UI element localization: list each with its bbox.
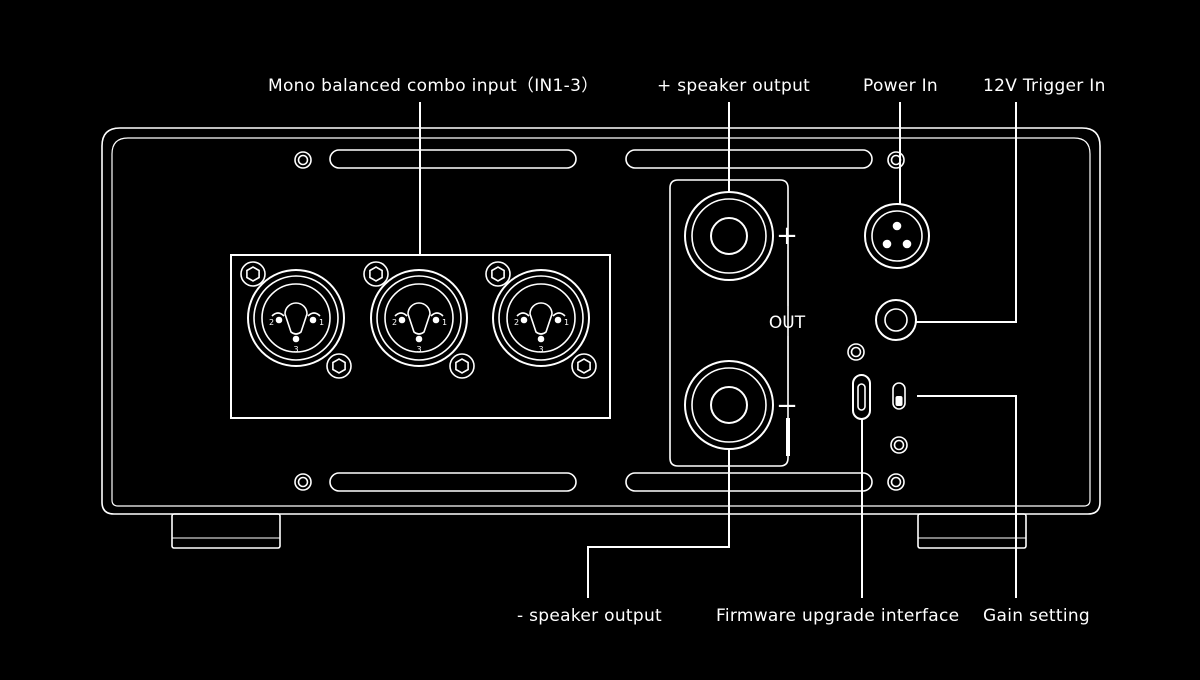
vent-slots: [329, 149, 873, 492]
chassis: [101, 127, 1101, 515]
gain-label: Gain setting: [983, 606, 1091, 626]
trigger-in-label: 12V Trigger In: [983, 76, 1106, 96]
xlr-pin-label: 2: [392, 318, 397, 327]
out-plus-sign: +: [776, 221, 798, 251]
out-label: OUT: [769, 313, 806, 333]
combo-input-connectors: 2 1 3 2 1 3 2 1 3: [240, 261, 597, 379]
usb-c-port: [847, 343, 871, 420]
chassis-feet: [171, 513, 1027, 549]
xlr-pin-label: 3: [539, 345, 544, 354]
speaker-pos-label: + speaker output: [657, 76, 811, 96]
xlr-pin-label: 1: [442, 318, 447, 327]
xlr-pin-label: 3: [417, 345, 422, 354]
panel-screws: [890, 436, 908, 454]
xlr-combo-input-1: 2 1 3: [240, 261, 352, 379]
combo-input-label: Mono balanced combo input（IN1-3）: [268, 76, 599, 96]
out-minus-sign: −: [776, 391, 798, 421]
speaker-neg-label: - speaker output: [517, 606, 663, 626]
xlr-pin-label: 3: [294, 345, 299, 354]
power-in-label: Power In: [863, 76, 938, 96]
trigger-in-jack: [875, 299, 917, 341]
xlr-combo-input-2: 2 1 3: [363, 261, 475, 379]
xlr-pin-label: 1: [564, 318, 569, 327]
firmware-label: Firmware upgrade interface: [716, 606, 960, 626]
xlr-pin-label: 1: [319, 318, 324, 327]
xlr-pin-label: 2: [514, 318, 519, 327]
power-in-connector: [864, 203, 930, 269]
chassis-screws: [294, 151, 905, 491]
xlr-pin-label: 2: [269, 318, 274, 327]
leader-lines: [419, 102, 1017, 598]
xlr-combo-input-3: 2 1 3: [485, 261, 597, 379]
gain-switch: [892, 382, 906, 410]
